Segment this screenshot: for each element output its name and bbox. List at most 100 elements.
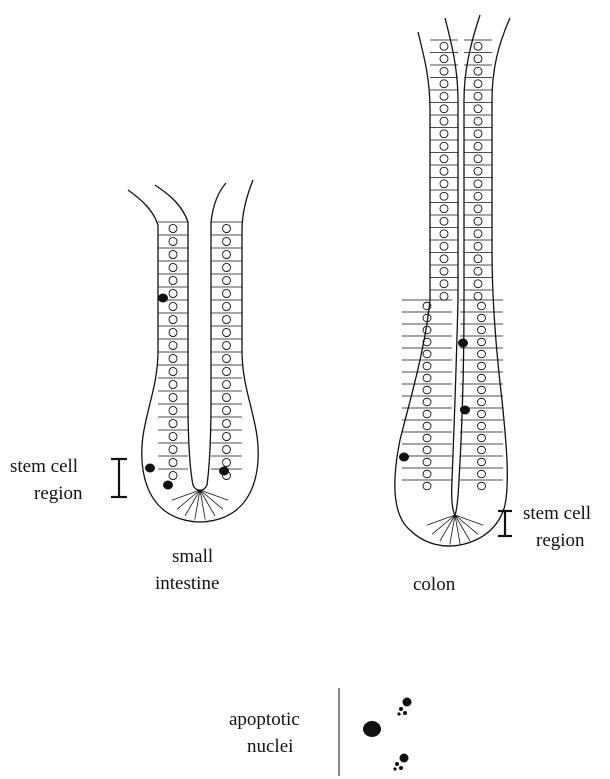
colon-left-upper-nucleus — [440, 255, 448, 263]
colon-right-upper-nucleus — [474, 55, 482, 63]
colon-left-upper-nucleus — [440, 42, 448, 50]
colon-right-lower-nucleus — [478, 410, 486, 418]
colon-right-upper-nucleus — [474, 255, 482, 263]
colon-left-upper-nucleus — [440, 117, 448, 125]
apoptotic-nucleus-icon — [219, 467, 229, 476]
si-right-nucleus — [223, 328, 231, 336]
si-left-nucleus — [169, 419, 177, 427]
si-right-nucleus — [223, 367, 231, 375]
si-right-nucleus — [223, 276, 231, 284]
apoptotic-nucleus-icon — [145, 464, 155, 473]
colon-left-upper-nucleus — [440, 180, 448, 188]
colon-crypt — [395, 15, 510, 546]
si-left-nucleus — [169, 263, 177, 271]
legend-label-line1: apoptotic — [229, 709, 300, 730]
si-right-nucleus — [223, 458, 231, 466]
si-left-nucleus — [169, 367, 177, 375]
colon-right-upper-nucleus — [474, 267, 482, 275]
si-base-divider — [200, 490, 228, 500]
colon-left-lower-nucleus — [423, 350, 431, 358]
colon-left-lower-nucleus — [423, 326, 431, 334]
colon-left-upper-nucleus — [440, 230, 448, 238]
colon-left-upper-nucleus — [440, 192, 448, 200]
si-right-nucleus — [223, 393, 231, 401]
colon-left-upper-nucleus — [440, 92, 448, 100]
small-intestine-crypt — [128, 180, 470, 522]
colon-right-lower-nucleus — [478, 446, 486, 454]
colon-right-lower-nucleus — [478, 386, 486, 394]
colon-right-upper-nucleus — [474, 155, 482, 163]
colon-right-lower-nucleus — [478, 374, 486, 382]
si-right-nucleus — [223, 406, 231, 414]
colon-left-upper-nucleus — [440, 267, 448, 275]
si-left-nucleus — [169, 315, 177, 323]
colon-right-upper-nucleus — [474, 292, 482, 300]
si-right-nucleus — [223, 315, 231, 323]
colon-left-upper-nucleus — [440, 217, 448, 225]
si-right-nucleus — [223, 380, 231, 388]
colon-left-upper-nucleus — [440, 142, 448, 150]
colon-right-upper-nucleus — [474, 180, 482, 188]
si-stem-cell-label-line1: stem cell — [10, 456, 78, 477]
colon-right-upper-nucleus — [474, 205, 482, 213]
colon-right-lower-nucleus — [478, 470, 486, 478]
si-left-nucleus — [169, 237, 177, 245]
small-intestine-label-line2: intestine — [155, 573, 219, 594]
si-right-nucleus — [223, 250, 231, 258]
colon-right-lower-nucleus — [478, 338, 486, 346]
colon-left-lower-nucleus — [423, 458, 431, 466]
legend-label-line2: nuclei — [247, 736, 293, 757]
colon-left-upper-nucleus — [440, 105, 448, 113]
colon-base-divider — [432, 515, 455, 534]
colon-right-upper-nucleus — [474, 67, 482, 75]
si-stem-cell-label-line2: region — [34, 483, 83, 504]
colon-label: colon — [413, 574, 456, 595]
si-left-nucleus — [169, 406, 177, 414]
colon-right-upper-nucleus — [474, 167, 482, 175]
colon-right-upper-nucleus — [474, 117, 482, 125]
legend-solid-nucleus-icon — [363, 721, 381, 737]
colon-right-lower-nucleus — [478, 362, 486, 370]
colon-left-lower-nucleus — [423, 362, 431, 370]
colon-right-lower-nucleus — [478, 458, 486, 466]
colon-left-upper-nucleus — [440, 167, 448, 175]
colon-right-upper-nucleus — [474, 142, 482, 150]
colon-left-lower-nucleus — [423, 482, 431, 490]
colon-right-lower-nucleus — [478, 434, 486, 442]
si-base-divider — [172, 490, 200, 500]
si-right-nucleus — [223, 263, 231, 271]
colon-left-upper-nucleus — [440, 242, 448, 250]
si-right-nucleus — [223, 432, 231, 440]
apoptotic-nucleus-icon — [399, 453, 409, 462]
si-left-nucleus — [169, 471, 177, 479]
colon-left-upper-nucleus — [440, 80, 448, 88]
colon-stem-cell-label-line2: region — [536, 530, 585, 551]
colon-right-lower-nucleus — [478, 422, 486, 430]
si-left-nucleus — [169, 380, 177, 388]
si-right-nucleus — [223, 224, 231, 232]
colon-left-lower-nucleus — [423, 422, 431, 430]
si-base-divider — [177, 490, 200, 509]
apoptotic-nucleus-icon — [163, 481, 173, 490]
si-right-nucleus — [223, 289, 231, 297]
colon-left-lower-nucleus — [423, 410, 431, 418]
colon-right-lower-nucleus — [478, 314, 486, 322]
si-stem-cell-bracket — [111, 459, 127, 497]
colon-left-upper-nucleus — [440, 280, 448, 288]
colon-right-upper-nucleus — [474, 230, 482, 238]
colon-stem-cell-label-line1: stem cell — [523, 503, 591, 524]
colon-left-lower-nucleus — [423, 386, 431, 394]
colon-left-lower-nucleus — [423, 398, 431, 406]
colon-left-upper-nucleus — [440, 67, 448, 75]
si-left-nucleus — [169, 276, 177, 284]
colon-right-upper-nucleus — [474, 242, 482, 250]
si-right-nucleus — [223, 445, 231, 453]
colon-base-divider — [427, 515, 455, 525]
si-left-nucleus — [169, 341, 177, 349]
small-intestine-cells — [158, 222, 242, 520]
colon-left-upper-nucleus — [440, 155, 448, 163]
colon-right-upper-nucleus — [474, 217, 482, 225]
colon-right-upper-nucleus — [474, 92, 482, 100]
si-right-nucleus — [223, 419, 231, 427]
